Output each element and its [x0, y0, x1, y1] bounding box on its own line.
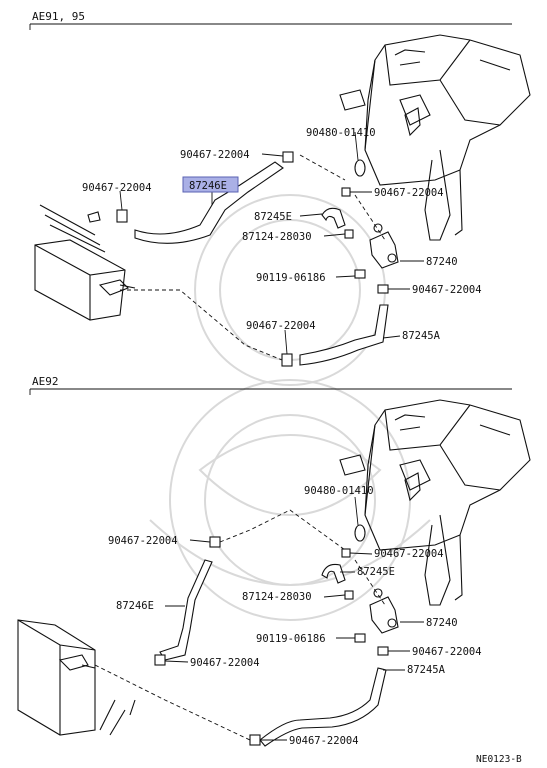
plug-87124 [344, 229, 354, 239]
gasket-90480-01410 [354, 159, 366, 177]
highlighted-part-marker [182, 176, 239, 193]
label-87245a: 87245A [402, 330, 441, 342]
leader-line [349, 552, 373, 555]
heater-unit-bottom [339, 399, 531, 606]
gasket-90480-01410 [354, 524, 366, 542]
heater-hose-87246e [134, 161, 284, 244]
figure-code: NE0123-B [476, 754, 522, 765]
label-87245e: 87245E [357, 566, 395, 578]
label-90467-22004: 90467-22004 [108, 535, 178, 547]
leader-line [189, 539, 211, 543]
label-90467-22004: 90467-22004 [412, 646, 482, 658]
label-90119-06186: 90119-06186 [256, 272, 326, 284]
section-title-ae91-95: AE91, 95 [32, 10, 85, 23]
label-87240: 87240 [426, 256, 458, 268]
label-90480-01410: 90480-01410 [304, 485, 374, 497]
heater-unit-top [339, 34, 531, 241]
label-90467-22004: 90467-22004 [82, 182, 152, 194]
heater-hose-87245e [321, 207, 346, 229]
hose-clamp [116, 209, 128, 223]
routing-dashed-line [120, 289, 283, 361]
label-90467-22004: 90467-22004 [412, 284, 482, 296]
leader-line [382, 335, 401, 339]
water-valve-87240 [369, 588, 399, 634]
bolt [87, 211, 101, 223]
hose-clamp [209, 536, 221, 548]
hose-clamp [249, 734, 261, 746]
bolt-90119 [354, 633, 366, 643]
leader-line [354, 496, 359, 526]
label-87240: 87240 [426, 617, 458, 629]
label-87246e: 87246E [116, 600, 154, 612]
plug-87124 [344, 590, 354, 600]
leader-line [284, 329, 288, 355]
heater-hose-87245e [321, 563, 346, 584]
engine-block-bottom [17, 619, 136, 736]
hose-clamp [377, 284, 389, 294]
label-87124-28030: 87124-28030 [242, 591, 312, 603]
label-87245a: 87245A [407, 664, 446, 676]
hose-clamp [341, 548, 351, 558]
leader-line [299, 213, 323, 217]
label-90119-06186: 90119-06186 [256, 633, 326, 645]
hose-clamp [282, 151, 294, 163]
label-90467-22004: 90467-22004 [180, 149, 250, 161]
label-87245e: 87245E [254, 211, 292, 223]
heater-hose-87245a [299, 304, 389, 366]
leader-line [354, 131, 359, 161]
label-90467-22004: 90467-22004 [190, 657, 260, 669]
hose-clamp [154, 654, 166, 666]
hose-clamp [281, 353, 293, 367]
section-title-ae92: AE92 [32, 375, 59, 388]
engine-block-top [34, 204, 136, 321]
routing-dashed-line [299, 154, 346, 181]
leader-line [323, 233, 346, 237]
label-90480-01410: 90480-01410 [306, 127, 376, 139]
leader-line [164, 660, 189, 663]
heater-hose-87246e [159, 559, 213, 661]
label-87124-28030: 87124-28030 [242, 231, 312, 243]
routing-dashed-line [94, 664, 251, 741]
label-90467-22004: 90467-22004 [374, 187, 444, 199]
leader-line [119, 190, 123, 211]
label-90467-22004: 90467-22004 [246, 320, 316, 332]
leader-line [335, 275, 356, 278]
hose-clamp [377, 646, 389, 656]
label-90467-22004: 90467-22004 [289, 735, 359, 747]
water-valve-87240 [369, 223, 399, 269]
routing-dashed-line [354, 194, 386, 241]
label-90467-22004: 90467-22004 [374, 548, 444, 560]
leader-line [323, 594, 346, 598]
routing-dashed-line [219, 509, 346, 551]
hose-clamp [341, 187, 351, 197]
routing-dashed-line [354, 559, 386, 606]
label-87246e: 87246E [189, 180, 227, 192]
leader-line [261, 153, 284, 157]
bolt-90119 [354, 269, 366, 279]
